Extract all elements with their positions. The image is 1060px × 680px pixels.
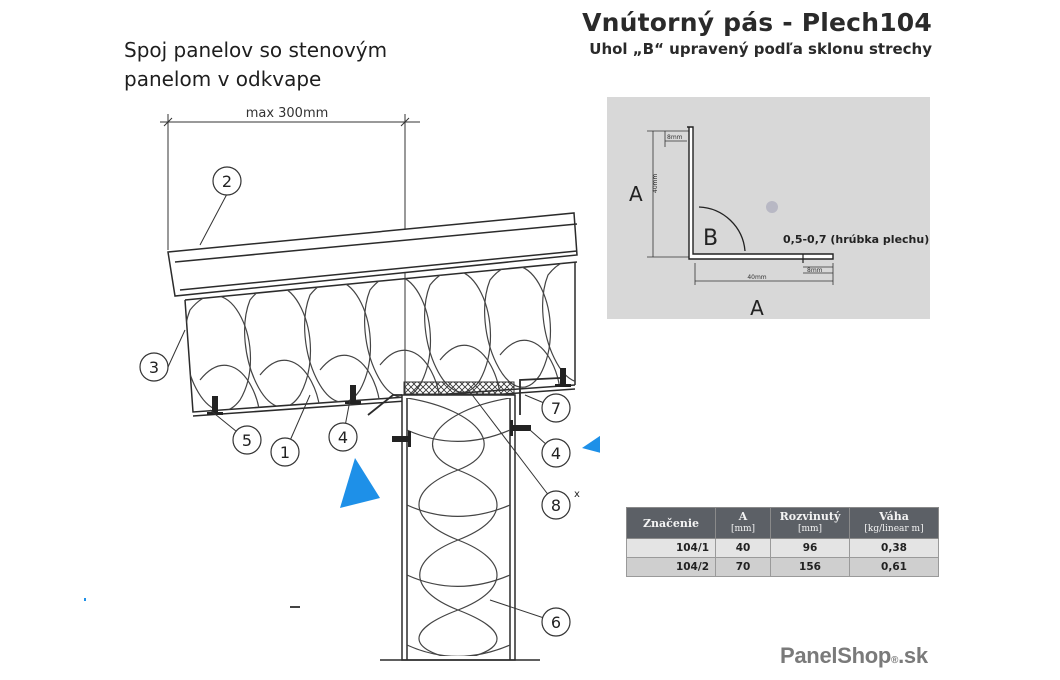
svg-text:5: 5 — [242, 431, 252, 450]
dim-horizontal: 40mm — [747, 274, 766, 281]
joint-section-drawing: max 300mm — [84, 106, 600, 661]
callout-3: 3 — [139, 352, 169, 382]
callout-2: 2 — [212, 166, 242, 196]
brand-logo: PanelShop®.sk — [780, 643, 928, 668]
profile-detail-drawing: A A B 40mm 40mm 8mm 8mm 0,5-0,7 (hrúbka … — [629, 126, 929, 320]
profile-l-sheet — [687, 126, 834, 260]
stray-mark — [290, 606, 300, 608]
col-header-developed: Rozvinutý[mm] — [770, 507, 850, 539]
dim-top-flange: 8mm — [667, 134, 683, 141]
angle-arc — [698, 206, 746, 252]
stray-dot — [84, 598, 86, 601]
product-subtitle: Uhol „B“ upravený podľa sklonu strechy — [589, 40, 932, 58]
callout-5: 5 — [232, 425, 262, 455]
svg-text:4: 4 — [338, 428, 348, 447]
wall-panel — [380, 394, 540, 661]
roof-panel — [167, 212, 578, 417]
callout-7: 7 — [541, 393, 571, 423]
svg-text:x: x — [574, 489, 580, 500]
highlight-arrow-left — [340, 458, 380, 508]
callout-1: 1 — [270, 437, 300, 467]
dim-bottom-flange: 8mm — [807, 267, 823, 274]
col-header-weight: Váha[kg/linear m] — [849, 507, 939, 539]
table-header-row: Značenie A[mm] Rozvinutý[mm] Váha[kg/lin… — [626, 507, 939, 539]
table-row: 104/2 70 156 0,61 — [626, 557, 939, 577]
highlight-arrow-right — [582, 435, 600, 453]
label-a-horizontal: A — [750, 296, 764, 319]
table-row: 104/1 40 96 0,38 — [626, 538, 939, 558]
product-title: Vnútorný pás - Plech104 — [582, 8, 932, 37]
callout-6: 6 — [541, 607, 571, 637]
callout-4-left: 4 — [328, 422, 358, 452]
col-header-a: A[mm] — [715, 507, 771, 539]
callout-8: 8x — [541, 489, 580, 520]
dimension-label: max 300mm — [246, 106, 329, 121]
product-title-block: Vnútorný pás - Plech104 Uhol „B“ upraven… — [582, 8, 932, 58]
svg-text:8: 8 — [551, 496, 561, 515]
thickness-note: 0,5-0,7 (hrúbka plechu) — [783, 233, 929, 246]
label-b: B — [703, 226, 718, 251]
wall-insulation — [407, 398, 510, 656]
profile-detail-panel: A A B 40mm 40mm 8mm 8mm 0,5-0,7 (hrúbka … — [607, 97, 930, 320]
svg-text:4: 4 — [551, 444, 561, 463]
callout-4-right: 4 — [541, 438, 571, 468]
svg-text:7: 7 — [551, 399, 561, 418]
spec-table: Značenie A[mm] Rozvinutý[mm] Váha[kg/lin… — [626, 507, 939, 577]
svg-text:1: 1 — [280, 443, 290, 462]
dim-vertical: 40mm — [652, 174, 659, 193]
inner-flashing — [367, 394, 402, 416]
seal-strip — [403, 381, 515, 395]
col-header-marking: Značenie — [626, 507, 716, 539]
svg-text:2: 2 — [222, 172, 232, 191]
svg-text:3: 3 — [149, 358, 159, 377]
label-a-vertical: A — [629, 182, 643, 206]
leader-lines — [167, 193, 557, 623]
corner-flashing — [519, 377, 561, 415]
diagram-title: Spoj panelov so stenovým panelom v odkva… — [124, 38, 388, 91]
marker-dot — [766, 201, 778, 213]
svg-text:6: 6 — [551, 613, 561, 632]
